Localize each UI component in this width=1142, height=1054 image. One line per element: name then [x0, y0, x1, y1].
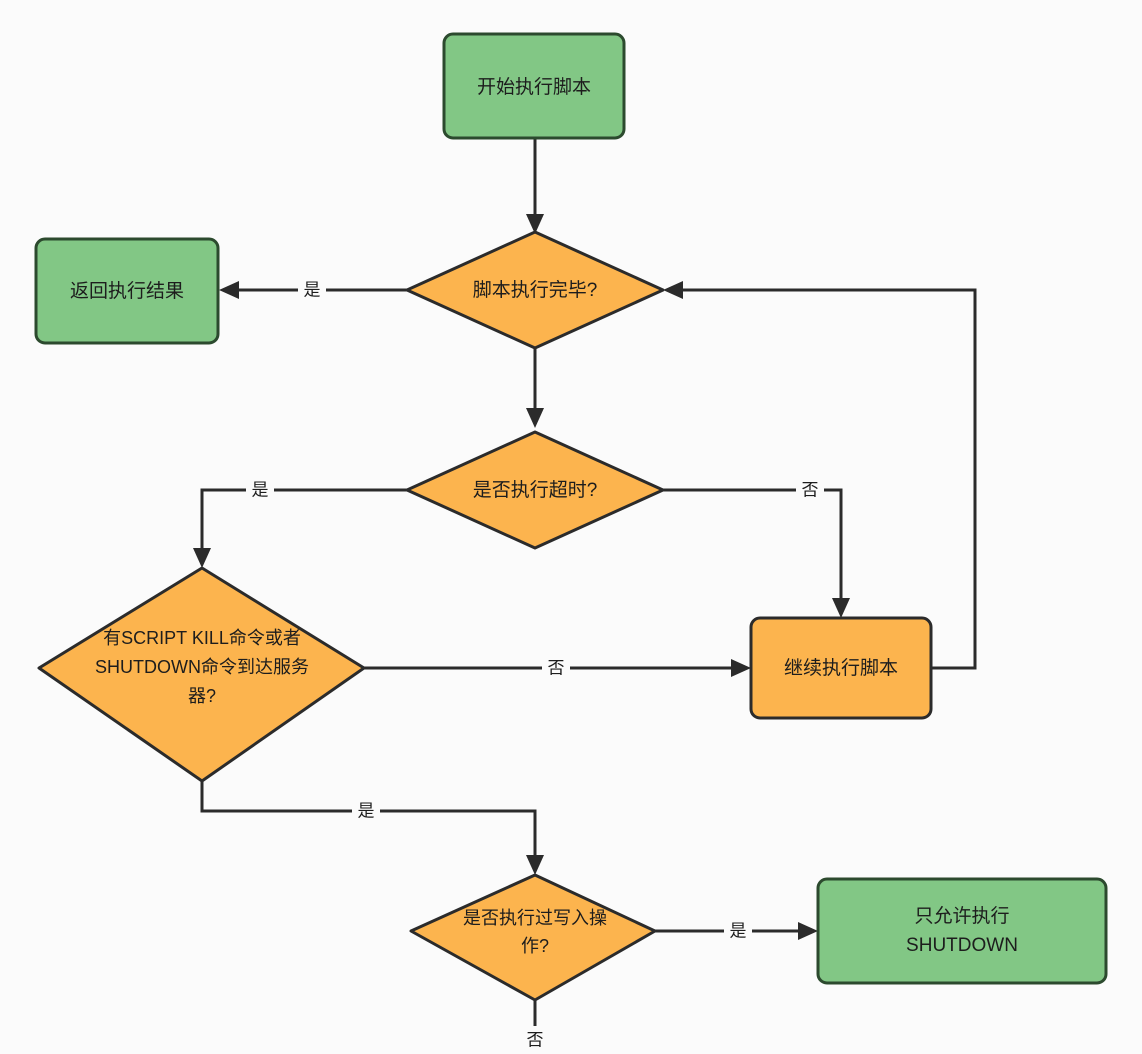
node-return-result[interactable]: 返回执行结果 — [34, 237, 220, 345]
node-only-shutdown-label-line2: SHUTDOWN — [906, 935, 1018, 956]
node-script-done[interactable]: 脚本执行完毕? — [405, 230, 665, 350]
node-timeout-label: 是否执行超时? — [473, 479, 598, 501]
edge-label-yes-kill-shutdown: 是 — [358, 801, 375, 820]
node-kill-or-shutdown-shape[interactable] — [37, 566, 366, 783]
edge-timeout-to-kill-shutdown: 是 — [193, 476, 407, 568]
edge-label-bg — [352, 797, 380, 825]
node-timeout[interactable]: 是否执行超时? — [405, 430, 665, 550]
node-did-write-label-line2: 作? — [521, 936, 549, 956]
node-kill-or-shutdown-label-line3: 器? — [188, 686, 216, 706]
node-timeout-shape[interactable] — [405, 430, 665, 550]
edge-label-bg — [298, 276, 326, 304]
node-only-shutdown-shape[interactable] — [816, 877, 1108, 985]
edge-timeout-to-continue-script: 否 — [663, 476, 850, 618]
edge-label-bg — [246, 476, 274, 504]
edge-label-no-kill-shutdown: 否 — [548, 658, 565, 677]
node-did-write-label-line1: 是否执行过写入操 — [463, 908, 607, 928]
node-kill-or-shutdown[interactable]: 有SCRIPT KILL命令或者 SHUTDOWN命令到达服务 器? — [37, 566, 366, 783]
node-start-label: 开始执行脚本 — [477, 76, 591, 98]
node-continue-script-shape[interactable] — [749, 616, 933, 720]
node-script-done-shape[interactable] — [405, 230, 665, 350]
node-kill-or-shutdown-label-line1: 有SCRIPT KILL命令或者 — [103, 628, 301, 648]
node-only-shutdown[interactable]: 只允许执行 SHUTDOWN — [816, 877, 1108, 985]
node-kill-or-shutdown-label-line2: SHUTDOWN命令到达服务 — [95, 657, 309, 677]
node-script-done-label: 脚本执行完毕? — [473, 279, 598, 301]
node-continue-script-label: 继续执行脚本 — [784, 657, 898, 679]
edge-label-bg — [521, 1026, 549, 1054]
edge-label-bg — [724, 917, 752, 945]
edge-kill-shutdown-to-continue-script: 否 — [364, 654, 751, 682]
node-only-shutdown-label-line1: 只允许执行 — [914, 905, 1009, 927]
node-start-shape[interactable] — [442, 32, 626, 140]
edge-label-yes-timeout: 是 — [252, 480, 269, 499]
node-did-write-shape[interactable] — [409, 873, 657, 1002]
edge-did-write-to-only-shutdown: 是 — [655, 917, 818, 945]
edge-script-done-to-timeout — [526, 348, 544, 428]
edge-script-done-to-return-result: 是 — [219, 276, 407, 304]
edge-start-to-script-done — [526, 138, 544, 234]
edge-label-no-timeout: 否 — [802, 480, 819, 499]
edge-continue-script-to-script-done — [663, 281, 977, 670]
edge-label-bg — [542, 654, 570, 682]
node-return-result-label: 返回执行结果 — [70, 280, 184, 302]
node-start[interactable]: 开始执行脚本 — [442, 32, 626, 140]
edge-label-no-did-write: 否 — [527, 1030, 544, 1049]
edge-label-bg — [796, 476, 824, 504]
edge-label-yes-did-write: 是 — [730, 921, 747, 940]
edge-label-yes-script-done: 是 — [304, 280, 321, 299]
edge-kill-shutdown-to-did-write: 是 — [200, 781, 544, 875]
node-continue-script[interactable]: 继续执行脚本 — [749, 616, 933, 720]
node-did-write[interactable]: 是否执行过写入操 作? — [409, 873, 657, 1002]
node-return-result-shape[interactable] — [34, 237, 220, 345]
edge-did-write-no-branch: 否 — [521, 1000, 549, 1054]
